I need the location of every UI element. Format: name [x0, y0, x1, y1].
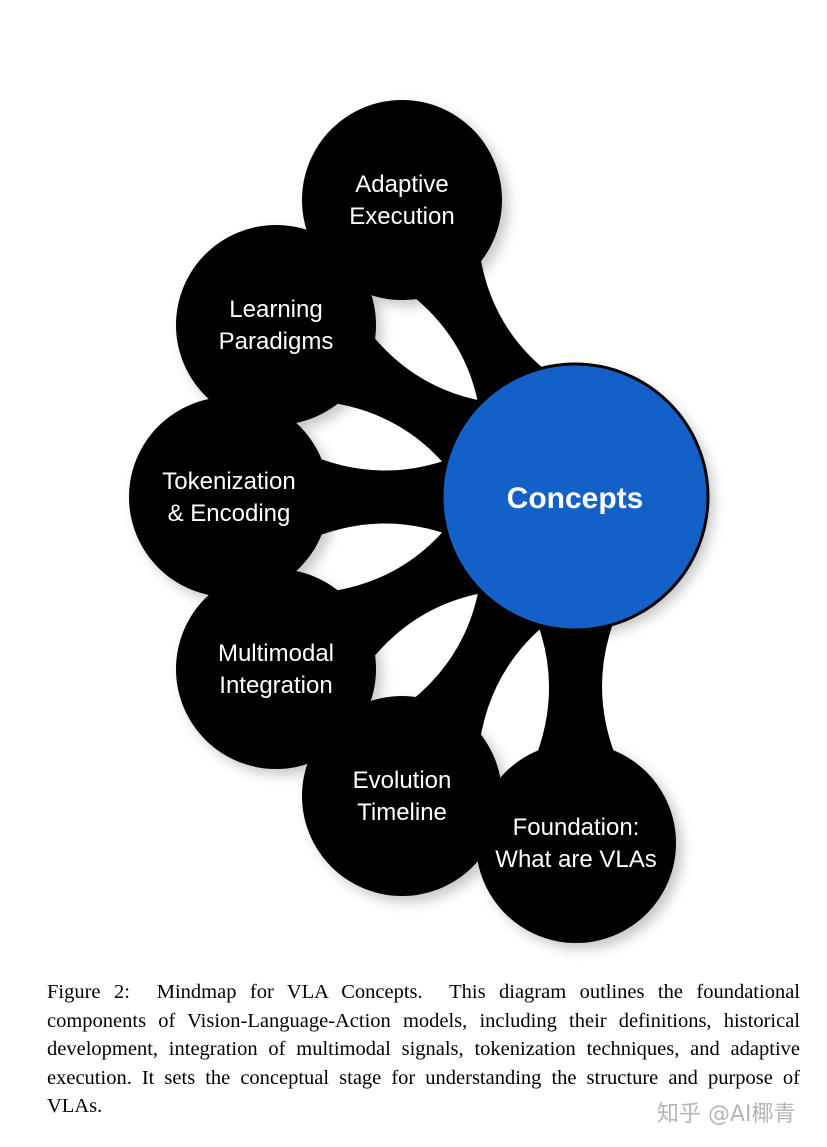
node-multimodal-integration [176, 569, 376, 769]
label-evolution-timeline-line-2: Timeline [357, 799, 447, 826]
node-foundation [476, 743, 676, 943]
center-label: Concepts [507, 482, 644, 515]
node-adaptive-execution [302, 100, 502, 300]
label-adaptive-execution-line-1: Adaptive [355, 171, 448, 198]
label-tokenization-encoding: Tokenization & Encoding [162, 468, 295, 527]
caption-label: Figure 2: [47, 981, 130, 1003]
connector-tokenization-encoding [301, 451, 469, 543]
label-tokenization-encoding-line-2: & Encoding [168, 500, 291, 527]
watermark: 知乎 @AI椰青 [657, 1102, 796, 1127]
label-adaptive-execution-line-2: Execution [349, 203, 454, 230]
label-learning-paradigms-line-1: Learning [229, 296, 322, 323]
caption-title: Mindmap for VLA Concepts. [156, 981, 423, 1003]
figure-caption: Figure 2: Mindmap for VLA Concepts. This… [47, 978, 800, 1121]
caption-body: This diagram outlines the foundational c… [47, 981, 800, 1118]
connector-foundation [529, 603, 622, 772]
node-tokenization-encoding [129, 397, 329, 597]
label-evolution-timeline-line-1: Evolution [353, 767, 452, 794]
label-multimodal-integration-line-2: Integration [219, 672, 332, 699]
node-evolution-timeline [302, 696, 502, 896]
node-learning-paradigms [176, 225, 376, 425]
label-tokenization-encoding-line-1: Tokenization [162, 468, 295, 495]
label-multimodal-integration-line-1: Multimodal [218, 640, 334, 667]
label-foundation: Foundation: What are VLAs [495, 814, 656, 873]
label-foundation-line-2: What are VLAs [495, 846, 656, 873]
label-foundation-line-1: Foundation: [513, 814, 640, 841]
label-learning-paradigms-line-2: Paradigms [219, 328, 334, 355]
center-node [440, 362, 710, 632]
